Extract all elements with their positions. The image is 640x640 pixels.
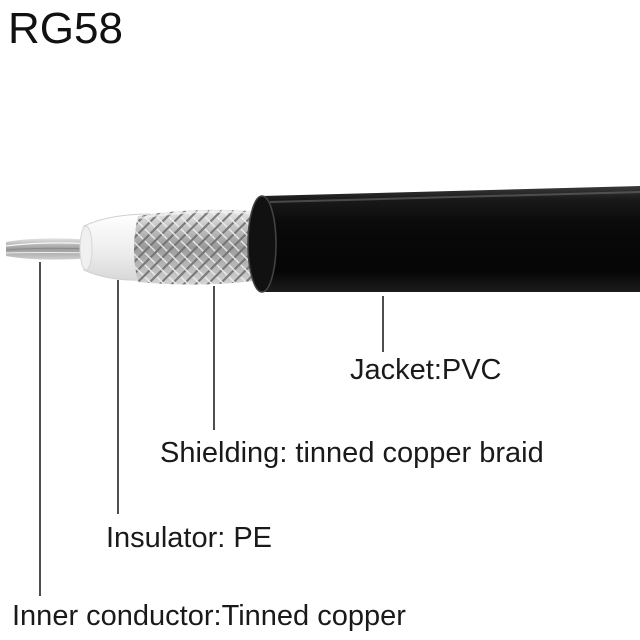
jacket-label: Jacket:PVC: [350, 354, 502, 386]
insulator-label: Insulator: PE: [106, 522, 273, 554]
inner-conductor: [5, 238, 93, 260]
inner-conductor-label: Inner conductor:Tinned copper: [12, 600, 406, 632]
jacket: [247, 186, 640, 293]
shielding-label: Shielding: tinned copper braid: [160, 437, 544, 469]
page-title: RG58: [8, 4, 123, 53]
shielding-braid: [134, 209, 263, 285]
insulator: [79, 213, 151, 281]
